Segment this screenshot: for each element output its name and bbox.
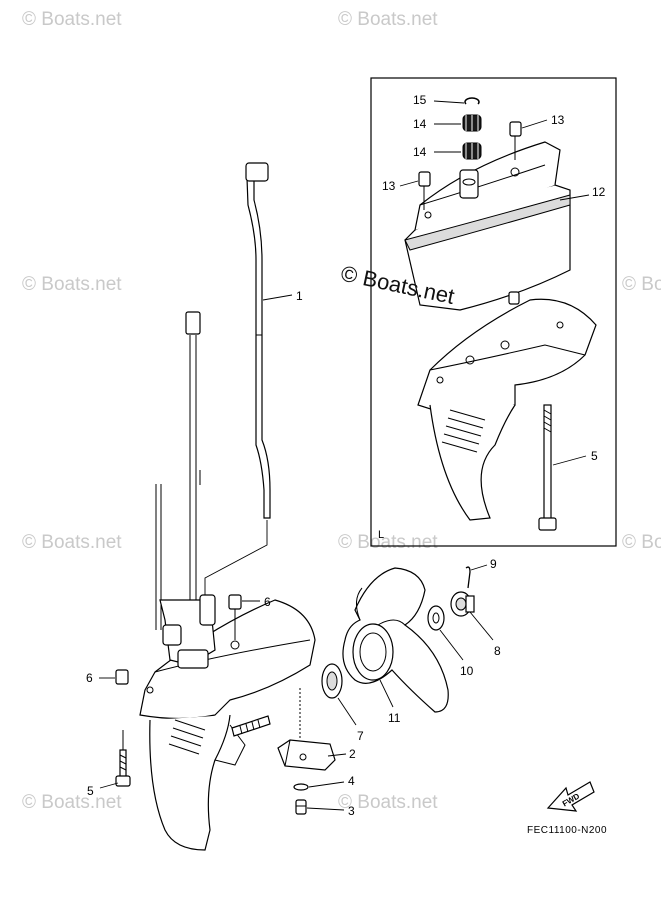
grommet-icon [418,171,431,187]
callout-label: 12 [592,185,606,199]
callout-label: 5 [591,449,598,463]
watermark-text: © Boats.net [338,532,438,553]
callout-label: 9 [490,557,497,571]
grommet-icon [115,669,129,685]
callout-layer: 1 2 3 4 5 5 6 6 7 8 9 10 11 [86,93,606,818]
drawing-code: FEC11100-N200 [527,825,607,836]
callout-label: 13 [551,113,565,127]
callout-label: 11 [388,711,401,725]
propeller-icon [342,567,449,713]
callout-label: 8 [494,644,501,658]
callout-label: 14 [413,117,427,131]
thrust-spacer-icon [321,663,343,699]
inset-lower-case [417,298,597,521]
callout-label: 6 [86,671,93,685]
watermark-text: © Boats.net [22,532,122,553]
callout-label: 3 [348,804,355,818]
bolt-icon [115,749,131,787]
callout-label: 2 [349,747,356,761]
callout-label: 10 [460,664,474,678]
callout-label: 7 [357,729,364,743]
long-bolt-icon [538,404,557,531]
bushing-icon [462,114,482,132]
inset-frame [370,77,617,547]
watermark-text: © Boats.net [22,9,122,30]
grommet-icon [509,121,522,137]
washer-icon [293,783,309,791]
callout-label: 5 [87,784,94,798]
cotter-pin-icon [465,566,471,589]
propeller-shaft [231,715,271,737]
grommet-icon [508,291,520,305]
anode-icon [277,739,336,771]
shift-rod [245,162,271,519]
callout-label: 1 [296,289,303,303]
callout-label: 13 [382,179,396,193]
bolt-icon [295,799,307,815]
callout-label: 15 [413,93,427,107]
callout-label: 6 [264,595,271,609]
grommet-icon [228,594,242,610]
water-pump-cover [404,141,571,311]
watermark-text: © Boats.net [338,9,438,30]
watermark-text: © Boats.net [338,792,438,813]
fwd-arrow-icon: FWD [546,781,595,812]
callout-label: 14 [413,145,427,159]
inset-label: L [378,529,384,541]
washer-icon [427,605,445,631]
watermark-text: © Boats.net [22,274,122,295]
callout-label: 4 [348,774,355,788]
watermark-text: © Boats.net [622,274,661,295]
watermark-text: © Boats.net [22,792,122,813]
bushing-icon [462,142,482,160]
drive-shaft [155,311,201,630]
watermark-text: © Boats.net [622,532,661,553]
watermark-layer: © Boats.net © Boats.net © Boats.net © Bo… [22,9,661,813]
circlip-icon [464,97,480,105]
lower-unit-housing [139,594,316,851]
inset-box: L [370,77,617,547]
